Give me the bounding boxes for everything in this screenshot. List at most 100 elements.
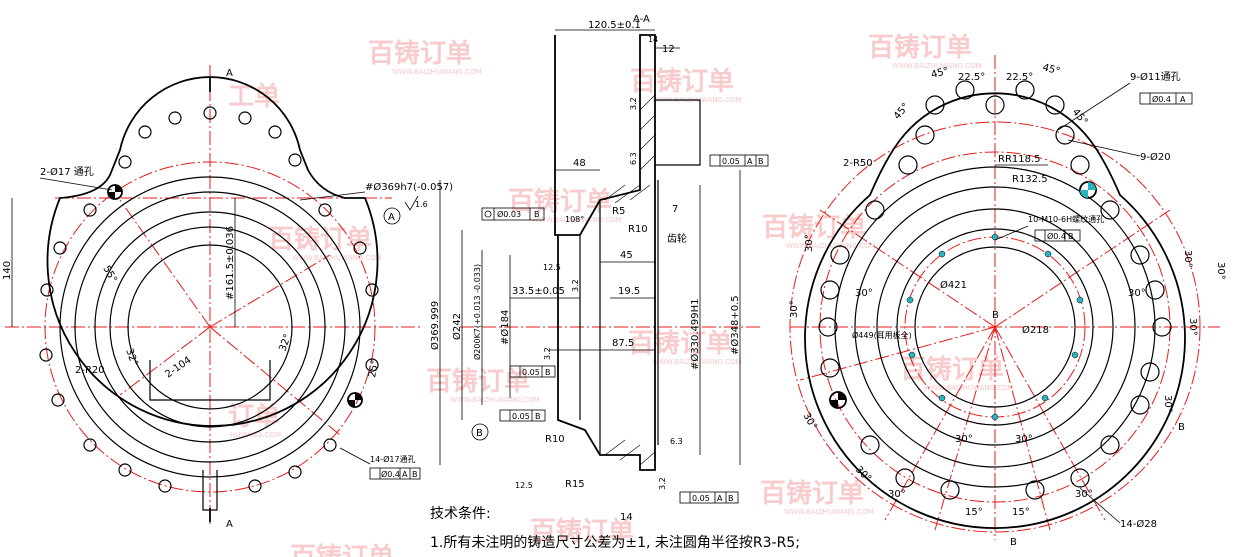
bore — [127, 244, 293, 410]
bolt-hole — [365, 358, 379, 372]
bolt-hole — [1130, 245, 1150, 265]
watermark-9: 百铸订单 WWW.BAIZHUWANG.COM — [426, 367, 540, 404]
dim-33: 33.5±0.05 — [512, 286, 565, 297]
angle-15-left: 15° — [965, 507, 983, 518]
radial-centerline — [799, 326, 996, 381]
watermark-url: WWW.BAIZHUWANG.COM — [292, 254, 382, 262]
bolt-hole — [1025, 480, 1045, 500]
marked-hole-fill — [1080, 182, 1096, 198]
thread-callout: 10-M10-6H螺纹通孔 — [1028, 214, 1104, 224]
hole-callout-left: 2-Ø17 通孔 — [40, 166, 94, 178]
bolt-hole — [238, 111, 252, 125]
watermark-7: 百铸订单 WWW.BAIZHUWANG.COM — [628, 329, 742, 366]
dia-184: #Ø184 — [499, 310, 511, 345]
bolt-hole — [83, 438, 97, 452]
section-view: A-A 120.5±0.1 14 12 48 7 45 — [429, 14, 769, 523]
radius-r10-top: R10 — [628, 224, 648, 235]
bolt-hole — [1070, 468, 1090, 488]
threaded-hole — [1041, 394, 1049, 402]
threaded-hole — [906, 296, 914, 304]
radius-r20: 2-R20 — [75, 365, 105, 376]
roughness-value: 3.2 — [658, 477, 667, 490]
marked-hole-fill — [348, 393, 362, 407]
center-label: B — [992, 310, 999, 321]
dia-369: Ø369.999 — [429, 301, 441, 350]
radius-r15: R15 — [565, 479, 585, 490]
tolerance-box — [481, 207, 545, 221]
watermark-4: 百铸订单 WWW.BAIZHUWANG.COM — [508, 187, 622, 224]
dia-449: Ø449(耳用板全) — [852, 330, 912, 340]
angle-30: 30° — [1187, 318, 1198, 336]
hub-ring — [896, 228, 1094, 426]
watermark-fragment: 工单 — [228, 82, 280, 112]
rib-pocket — [149, 360, 271, 401]
bolt-hole — [288, 465, 302, 479]
tolerance-box — [679, 491, 739, 504]
hatch-line — [639, 114, 656, 131]
roughness-value: 6.3 — [629, 152, 638, 165]
threaded-hole — [1071, 351, 1079, 359]
holes-28: 14-Ø28 — [1120, 518, 1157, 530]
bolt-hole — [865, 200, 885, 220]
hatch-line — [604, 439, 626, 456]
tolerance-value: Ø0.4 — [1047, 231, 1066, 241]
leader — [994, 225, 1029, 241]
watermark-2: 百铸订单 WWW.BAIZHUWANG.COM — [630, 67, 742, 104]
dia-242: Ø242 — [451, 313, 463, 340]
flange-ring — [834, 166, 1156, 488]
bolt-circle — [44, 161, 376, 493]
bolt-hole — [818, 317, 838, 337]
technical-notes: 技术条件: 1.所有未注明的铸造尺寸公差为±1, 未注圆角半径按R3-R5; — [430, 505, 800, 551]
tolerance-value: Ø0.4 — [381, 469, 400, 479]
holes-11: 9-Ø11通孔 — [1130, 71, 1181, 83]
watermark-url: HUWANG.COM — [230, 431, 281, 439]
section-outline — [554, 34, 656, 471]
tolerance-box — [1034, 229, 1081, 242]
radial-centerline — [994, 209, 1171, 328]
datum-a-circle — [383, 207, 401, 225]
angle-30: 30° — [1215, 262, 1226, 280]
dim-19: 19.5 — [618, 286, 640, 297]
top-bolt-holes — [898, 80, 1090, 175]
hatch-line — [619, 444, 641, 461]
roughness-value: 3.2 — [571, 279, 580, 292]
bolt-hole — [820, 358, 840, 378]
inner-ring — [854, 186, 1136, 468]
bolt-hole — [203, 106, 217, 120]
watermark-url: WWW.BAIZHUWANG.COM — [450, 396, 540, 404]
roughness-value: 6.3 — [670, 437, 683, 446]
dim-12: 12 — [662, 44, 675, 55]
threaded-holes — [906, 233, 1084, 421]
watermark-brand: 百铸订单 — [900, 355, 1004, 385]
watermark-brand: 百铸订单 — [508, 187, 612, 217]
watermark-url: WWW.BAIZHUWANG.COM — [784, 508, 874, 516]
watermark-1: 百铸订单 WWW.BAIZHUWANG.COM — [368, 39, 482, 76]
radial-centerline — [209, 326, 341, 436]
angle-30: 30° — [1015, 434, 1033, 445]
tolerance-datum-a: A — [747, 157, 753, 166]
hatch-line — [639, 134, 656, 151]
bolt-hole — [955, 80, 975, 100]
bolt-hole — [288, 153, 302, 167]
bolt-hole — [860, 435, 880, 455]
hole-callout-bottom: 14-Ø17通孔 — [370, 454, 416, 464]
bolt-hole — [118, 155, 132, 169]
angle-32-left: 32° — [123, 347, 139, 367]
bolt-hole — [1145, 280, 1165, 300]
bolt-hole — [820, 280, 840, 300]
angle-30: 30° — [888, 489, 906, 500]
tolerance-datum: A — [1180, 95, 1186, 104]
bolt-hole — [248, 479, 262, 493]
watermark-brand: 百铸订单 — [630, 67, 734, 97]
radial-centerline — [119, 199, 211, 328]
bolt-hole — [1140, 362, 1160, 382]
tolerance-datum-b: B — [758, 157, 764, 166]
bolt-hole — [940, 480, 960, 500]
angle-30: 30° — [1128, 288, 1146, 299]
tolerance-box — [369, 467, 421, 480]
view-marker-b-bottom: B — [1010, 537, 1017, 548]
tolerance-box — [499, 409, 546, 422]
leader — [1067, 139, 1141, 157]
tolerance-datum: B — [545, 368, 551, 377]
